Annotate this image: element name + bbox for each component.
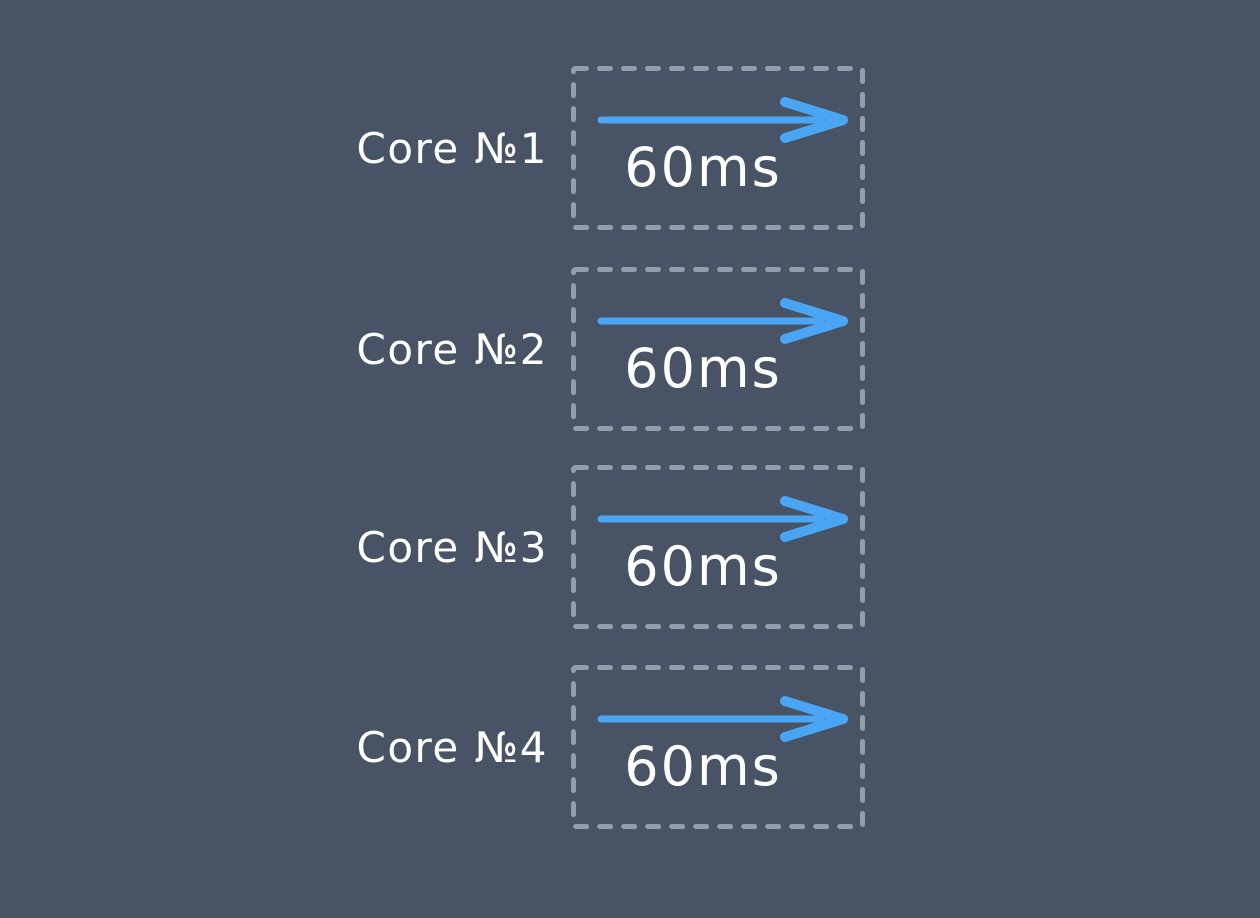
core-2-execution-box: 60ms [571, 267, 865, 431]
dashed-box-outline [571, 665, 865, 829]
right-arrow-icon [597, 496, 848, 542]
core-row-1: Core №1 60ms [0, 66, 1260, 230]
core-3-execution-box: 60ms [571, 465, 865, 629]
core-4-duration: 60ms [624, 735, 782, 798]
dashed-box-outline [571, 267, 865, 431]
core-row-4: Core №4 60ms [0, 665, 1260, 829]
core-1-duration: 60ms [624, 136, 782, 199]
core-1-execution-box: 60ms [571, 66, 865, 230]
right-arrow-icon [597, 97, 848, 143]
core-4-label: Core №4 [356, 722, 548, 772]
dashed-box-outline [571, 465, 865, 629]
right-arrow-icon [597, 298, 848, 344]
core-row-3: Core №3 60ms [0, 465, 1260, 629]
right-arrow-icon [597, 696, 848, 742]
core-1-label: Core №1 [356, 123, 548, 173]
core-2-label: Core №2 [356, 324, 548, 374]
core-row-2: Core №2 60ms [0, 267, 1260, 431]
core-3-label: Core №3 [356, 522, 548, 572]
core-4-execution-box: 60ms [571, 665, 865, 829]
dashed-box-outline [571, 66, 865, 230]
core-3-duration: 60ms [624, 535, 782, 598]
core-2-duration: 60ms [624, 337, 782, 400]
